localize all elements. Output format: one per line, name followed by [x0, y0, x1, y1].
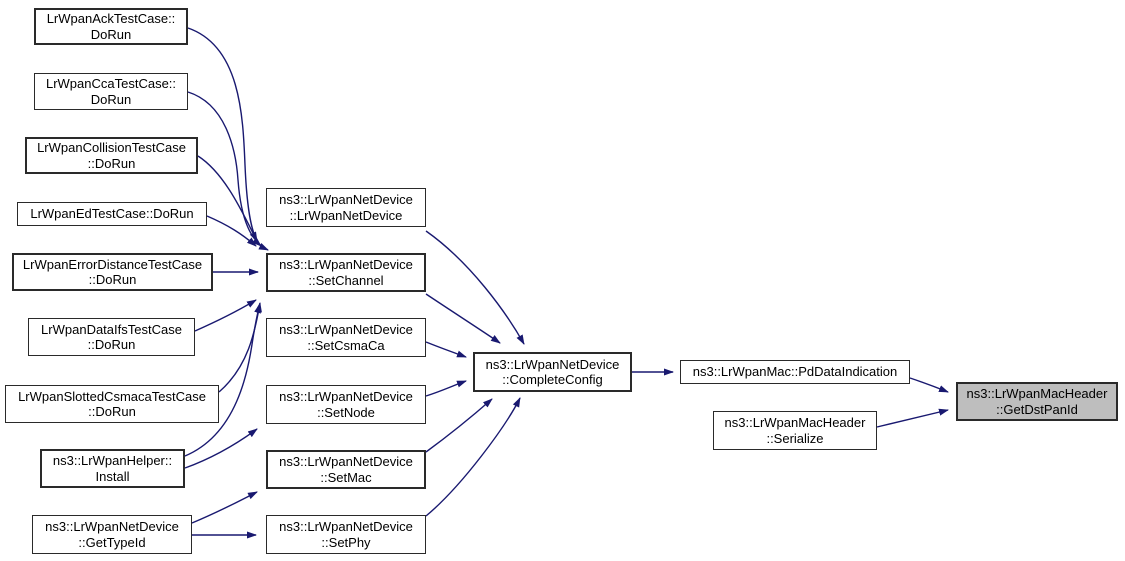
node-label: ns3::LrWpanMacHeader: [966, 386, 1108, 401]
edge-ack-dorun-to-setchannel: [187, 27, 262, 247]
node-label: Install: [95, 468, 130, 484]
node-netdevice-setphy[interactable]: ns3::LrWpanNetDevice ::SetPhy: [266, 515, 426, 554]
node-label: ns3::LrWpanNetDevice: [279, 257, 413, 272]
node-label: ns3::LrWpanNetDevice: [279, 389, 413, 404]
node-label: ::DoRun: [87, 155, 136, 171]
edge-collision-dorun-to-setchannel: [197, 155, 258, 242]
node-label: ns3::LrWpanMac::PdDataIndication: [692, 364, 898, 380]
node-lrwpanhelper-install[interactable]: ns3::LrWpanHelper:: Install: [40, 449, 185, 488]
node-netdevice-setcsmaca[interactable]: ns3::LrWpanNetDevice ::SetCsmaCa: [266, 318, 426, 357]
edge-gettypeid-to-setmac: [191, 491, 258, 524]
node-label: ::CompleteConfig: [502, 372, 603, 387]
node-label: ::SetCsmaCa: [307, 337, 385, 353]
edge-setphy-to-completeconfig: [425, 397, 521, 517]
node-label: LrWpanCollisionTestCase: [37, 140, 186, 155]
node-macheader-getdstpanid-highlighted: ns3::LrWpanMacHeader ::GetDstPanId: [956, 382, 1118, 421]
node-label: ::DoRun: [88, 404, 136, 419]
node-collision-testcase-dorun[interactable]: LrWpanCollisionTestCase ::DoRun: [25, 137, 198, 174]
node-label: ns3::LrWpanNetDevice: [279, 322, 413, 337]
node-label: ns3::LrWpanMacHeader: [724, 415, 866, 430]
node-macheader-serialize[interactable]: ns3::LrWpanMacHeader ::Serialize: [713, 411, 877, 450]
node-label: LrWpanAckTestCase::: [46, 11, 176, 26]
node-netdevice-completeconfig[interactable]: ns3::LrWpanNetDevice ::CompleteConfig: [473, 352, 632, 392]
node-netdevice-setnode[interactable]: ns3::LrWpanNetDevice ::SetNode: [266, 385, 426, 424]
node-label: ns3::LrWpanNetDevice: [45, 519, 179, 534]
node-label: LrWpanDataIfsTestCase: [41, 321, 182, 337]
node-label: ::SetMac: [320, 469, 372, 485]
edge-setchannel-to-completeconfig: [425, 293, 501, 344]
node-netdevice-setchannel[interactable]: ns3::LrWpanNetDevice ::SetChannel: [266, 253, 426, 292]
node-label: ns3::LrWpanNetDevice: [279, 454, 413, 469]
node-label: ::DoRun: [88, 272, 137, 287]
node-label: ::SetNode: [317, 404, 375, 420]
node-label: DoRun: [90, 91, 132, 107]
node-label: DoRun: [90, 26, 132, 42]
edge-setmac-to-completeconfig: [425, 398, 493, 453]
edge-ed-dorun-to-setchannel: [206, 215, 257, 247]
node-label: LrWpanErrorDistanceTestCase: [22, 256, 203, 272]
node-mac-pddataindication[interactable]: ns3::LrWpanMac::PdDataIndication: [680, 360, 910, 384]
node-label: ::SetPhy: [321, 534, 371, 550]
node-netdevice-constructor[interactable]: ns3::LrWpanNetDevice ::LrWpanNetDevice: [266, 188, 426, 227]
edge-install-to-setnode: [184, 428, 258, 469]
node-cca-testcase-dorun[interactable]: LrWpanCcaTestCase:: DoRun: [34, 73, 188, 110]
node-slottedcsmaca-testcase-dorun[interactable]: LrWpanSlottedCsmacaTestCase ::DoRun: [5, 385, 219, 423]
node-label: LrWpanCcaTestCase::: [45, 76, 177, 91]
node-errordistance-testcase-dorun[interactable]: LrWpanErrorDistanceTestCase ::DoRun: [12, 253, 213, 291]
node-ed-testcase-dorun[interactable]: LrWpanEdTestCase::DoRun: [17, 202, 207, 226]
node-dataifs-testcase-dorun[interactable]: LrWpanDataIfsTestCase ::DoRun: [28, 318, 195, 356]
node-label: ::LrWpanNetDevice: [289, 207, 403, 223]
node-label: LrWpanSlottedCsmacaTestCase: [18, 388, 206, 404]
node-label: ns3::LrWpanHelper::: [52, 453, 173, 468]
node-label: ::GetTypeId: [78, 534, 146, 550]
edge-pddataindication-to-getdstpanid: [909, 377, 949, 393]
node-label: ns3::LrWpanNetDevice: [485, 356, 620, 372]
node-label: LrWpanEdTestCase::DoRun: [30, 206, 194, 222]
node-label: ::DoRun: [87, 337, 136, 352]
edge-setcsmaca-to-completeconfig: [425, 341, 467, 358]
edge-serialize-to-getdstpanid: [876, 408, 949, 428]
edge-setnode-to-completeconfig: [425, 380, 467, 397]
node-label: ::Serialize: [766, 430, 824, 446]
edge-dataifs-dorun-to-setchannel: [194, 299, 257, 332]
node-label: ::SetChannel: [308, 272, 384, 288]
node-netdevice-setmac[interactable]: ns3::LrWpanNetDevice ::SetMac: [266, 450, 426, 489]
node-ack-testcase-dorun[interactable]: LrWpanAckTestCase:: DoRun: [34, 8, 188, 45]
node-label: ns3::LrWpanNetDevice: [279, 192, 413, 207]
node-label: ::GetDstPanId: [996, 401, 1078, 417]
node-label: ns3::LrWpanNetDevice: [279, 519, 413, 534]
node-netdevice-gettypeid[interactable]: ns3::LrWpanNetDevice ::GetTypeId: [32, 515, 192, 554]
edge-install-to-setchannel: [184, 303, 261, 457]
edge-constructor-to-completeconfig: [425, 230, 525, 345]
